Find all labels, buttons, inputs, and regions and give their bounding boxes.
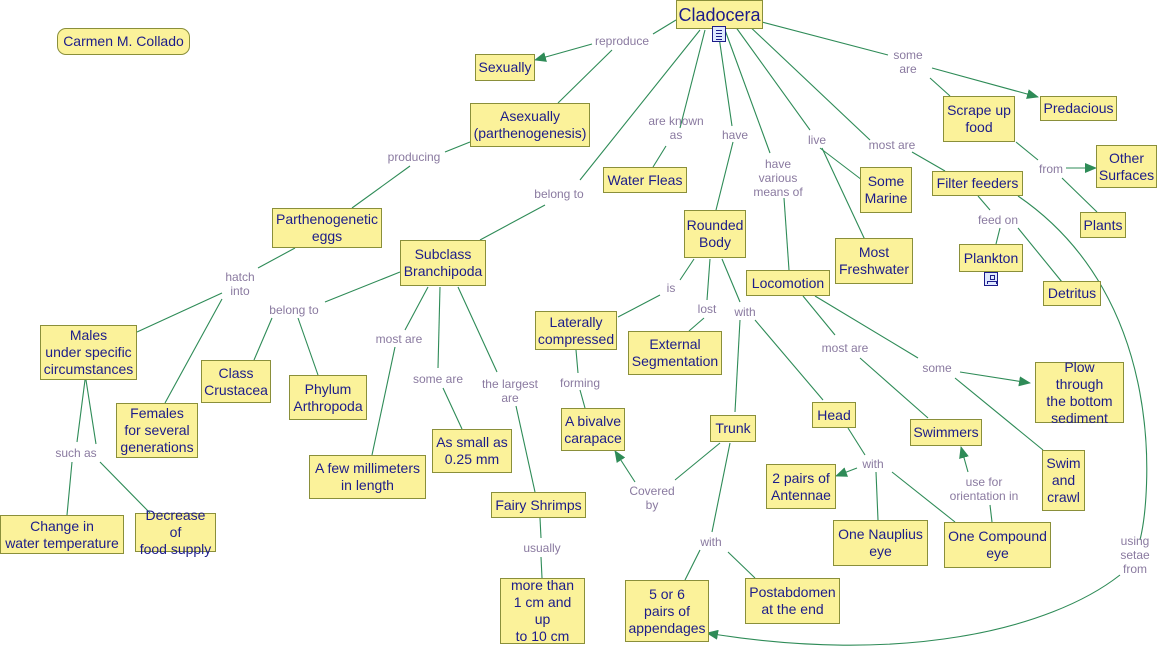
link-from[interactable]: from [1039, 162, 1063, 176]
link-most-are-size[interactable]: most are [375, 332, 423, 346]
link-some-are-size[interactable]: some are [412, 372, 464, 386]
link-covered-by[interactable]: Covered by [629, 484, 675, 512]
link-usually[interactable]: usually [523, 541, 561, 555]
link-is[interactable]: is [666, 281, 676, 295]
concept-males[interactable]: Males under specific circumstances [40, 325, 137, 380]
concept-trunk[interactable]: Trunk [710, 415, 756, 442]
concept-change-temp[interactable]: Change in water temperature [0, 515, 124, 554]
concept-compound-eye[interactable]: One Compound eye [944, 522, 1051, 568]
concept-swim-crawl[interactable]: Swim and crawl [1042, 450, 1085, 511]
concept-filter-feeders[interactable]: Filter feeders [932, 171, 1023, 196]
concept-postabdomen[interactable]: Postabdomen at the end [745, 578, 840, 624]
concept-small-025[interactable]: As small as 0.25 mm [432, 429, 512, 473]
concept-external-segmentation[interactable]: External Segmentation [628, 331, 722, 375]
concept-scrape-food[interactable]: Scrape up food [943, 96, 1015, 142]
link-reproduce[interactable]: reproduce [594, 34, 650, 48]
concept-rounded-body[interactable]: Rounded Body [684, 210, 746, 258]
concept-females[interactable]: Females for several generations [116, 403, 198, 458]
link-lost[interactable]: lost [697, 302, 717, 316]
link-feed-on[interactable]: feed on [977, 213, 1019, 227]
concept-locomotion[interactable]: Locomotion [746, 270, 830, 296]
concept-water-fleas[interactable]: Water Fleas [603, 167, 687, 193]
link-forming[interactable]: forming [559, 376, 601, 390]
concept-head[interactable]: Head [812, 402, 856, 428]
link-with-body[interactable]: with [734, 305, 756, 319]
concept-asexually[interactable]: Asexually (parthenogenesis) [470, 103, 590, 147]
link-such-as[interactable]: such as [55, 446, 97, 460]
concept-other-surfaces[interactable]: Other Surfaces [1096, 145, 1157, 188]
concept-class-crustacea[interactable]: Class Crustacea [201, 360, 271, 403]
link-some-plow[interactable]: some [922, 361, 952, 375]
link-belong-to-subclass[interactable]: belong to [269, 303, 319, 317]
concept-plow[interactable]: Plow through the bottom sediment [1035, 359, 1124, 426]
link-use-for-orientation[interactable]: use for orientation in [949, 475, 1019, 503]
link-with-trunk[interactable]: with [700, 535, 722, 549]
concept-subclass-branchipoda[interactable]: Subclass Branchipoda [400, 240, 486, 286]
link-using-setae[interactable]: using setae from [1120, 534, 1150, 576]
concept-sexually[interactable]: Sexually [475, 54, 535, 81]
link-some-are-food[interactable]: some are [893, 48, 923, 76]
link-hatch-into[interactable]: hatch into [225, 270, 255, 298]
concept-antennae[interactable]: 2 pairs of Antennae [766, 464, 836, 509]
link-known-as[interactable]: are known as [648, 114, 704, 142]
link-live[interactable]: live [807, 133, 827, 147]
concept-plankton[interactable]: Plankton [959, 244, 1023, 272]
concept-plants[interactable]: Plants [1080, 212, 1126, 238]
link-most-are-swimmers[interactable]: most are [821, 341, 869, 355]
concept-nauplius-eye[interactable]: One Nauplius eye [833, 520, 928, 566]
link-have[interactable]: have [721, 128, 749, 142]
link-with-head[interactable]: with [862, 457, 884, 471]
concept-some-marine[interactable]: Some Marine [860, 167, 912, 213]
concept-laterally-compressed[interactable]: Laterally compressed [535, 311, 617, 350]
concept-fairy-shrimps[interactable]: Fairy Shrimps [491, 492, 586, 518]
link-belong-to-cladocera[interactable]: belong to [534, 187, 584, 201]
link-most-are-filter[interactable]: most are [868, 138, 916, 152]
concept-parthenogenetic-eggs[interactable]: Parthenogenetic eggs [272, 208, 382, 248]
link-various-means[interactable]: have various means of [753, 157, 803, 199]
concept-predacious[interactable]: Predacious [1040, 96, 1117, 121]
concept-swimmers[interactable]: Swimmers [910, 419, 982, 446]
concept-phylum-arthropoda[interactable]: Phylum Arthropoda [289, 375, 367, 420]
concept-detritus[interactable]: Detritus [1043, 281, 1101, 306]
concept-most-freshwater[interactable]: Most Freshwater [835, 238, 913, 284]
link-producing[interactable]: producing [387, 150, 441, 164]
link-largest-are[interactable]: the largest are [481, 377, 539, 405]
author-name: Carmen M. Collado [57, 28, 190, 55]
concept-few-millimeters[interactable]: A few millimeters in length [309, 455, 426, 499]
concept-bivalve-carapace[interactable]: A bivalve carapace [561, 408, 625, 451]
concept-cladocera[interactable]: Cladocera [676, 0, 763, 29]
concept-appendages[interactable]: 5 or 6 pairs of appendages [625, 580, 709, 642]
concept-decrease-food[interactable]: Decrease of food supply [135, 507, 216, 557]
concept-more-than-1cm[interactable]: more than 1 cm and up to 10 cm [500, 577, 585, 644]
document-icon[interactable] [712, 26, 726, 42]
concept-map-icon[interactable] [984, 272, 998, 286]
